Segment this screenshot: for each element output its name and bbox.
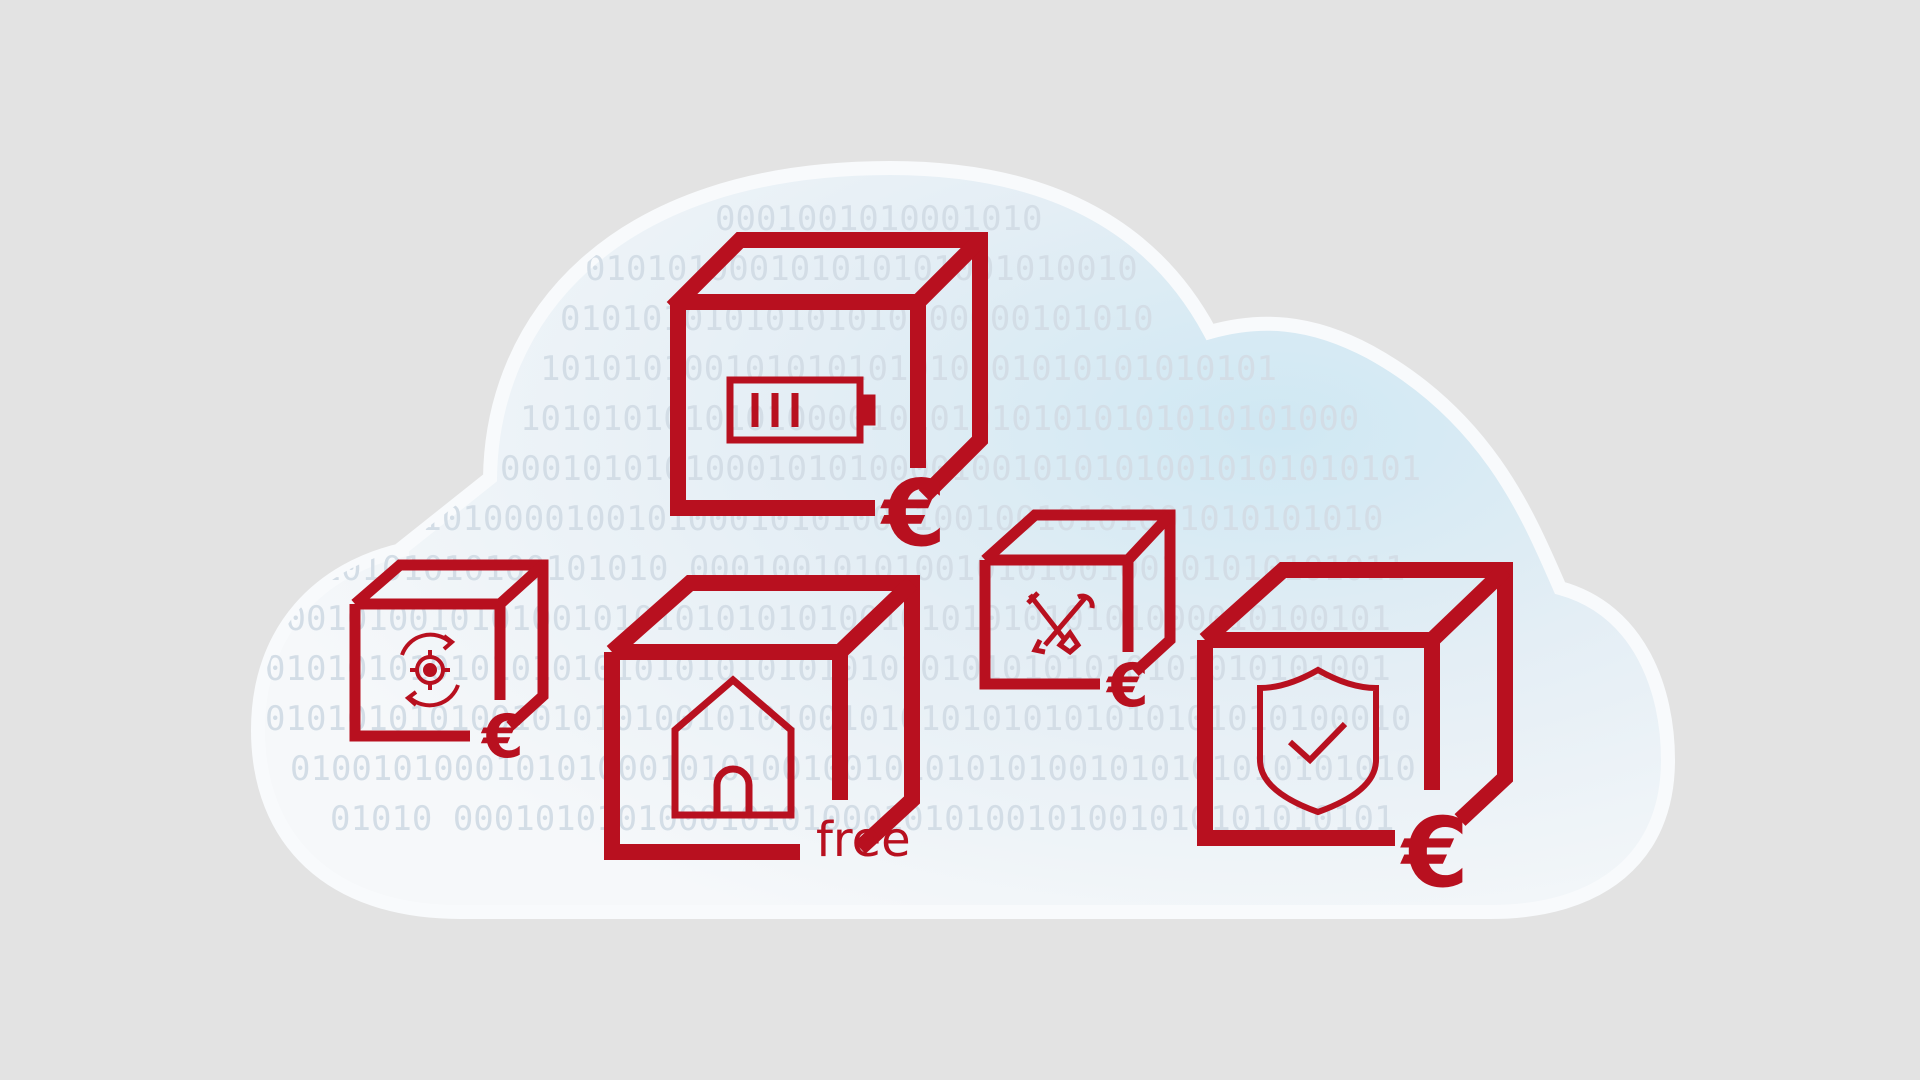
battery-icon [726, 376, 876, 444]
battery-box [666, 232, 988, 516]
settings-box-price: € [480, 702, 524, 772]
security-box [1197, 562, 1513, 846]
home-box-price: free [816, 812, 911, 868]
binary-pattern: 0001001010001010 01010100010101010100101… [265, 199, 1421, 839]
tools-box [979, 509, 1176, 690]
binary-row: 0100101000101010001010100100101010101001… [290, 749, 1416, 789]
wrench-screwdriver-icon [1026, 591, 1095, 656]
security-box-price: € [1400, 797, 1469, 909]
binary-row: 101010100101010101010001010101010101 [540, 349, 1277, 389]
battery-box-price: € [880, 460, 946, 567]
tools-box-price: € [1105, 651, 1149, 721]
binary-row: 1010101010101000010101010101010101010100… [520, 399, 1359, 439]
binary-row: 010101000101010101001010010 [585, 249, 1138, 289]
gear-refresh-icon [400, 632, 460, 708]
settings-box [349, 559, 549, 742]
shield-check-icon [1257, 666, 1379, 816]
home-icon [671, 675, 795, 819]
home-box [604, 575, 920, 860]
